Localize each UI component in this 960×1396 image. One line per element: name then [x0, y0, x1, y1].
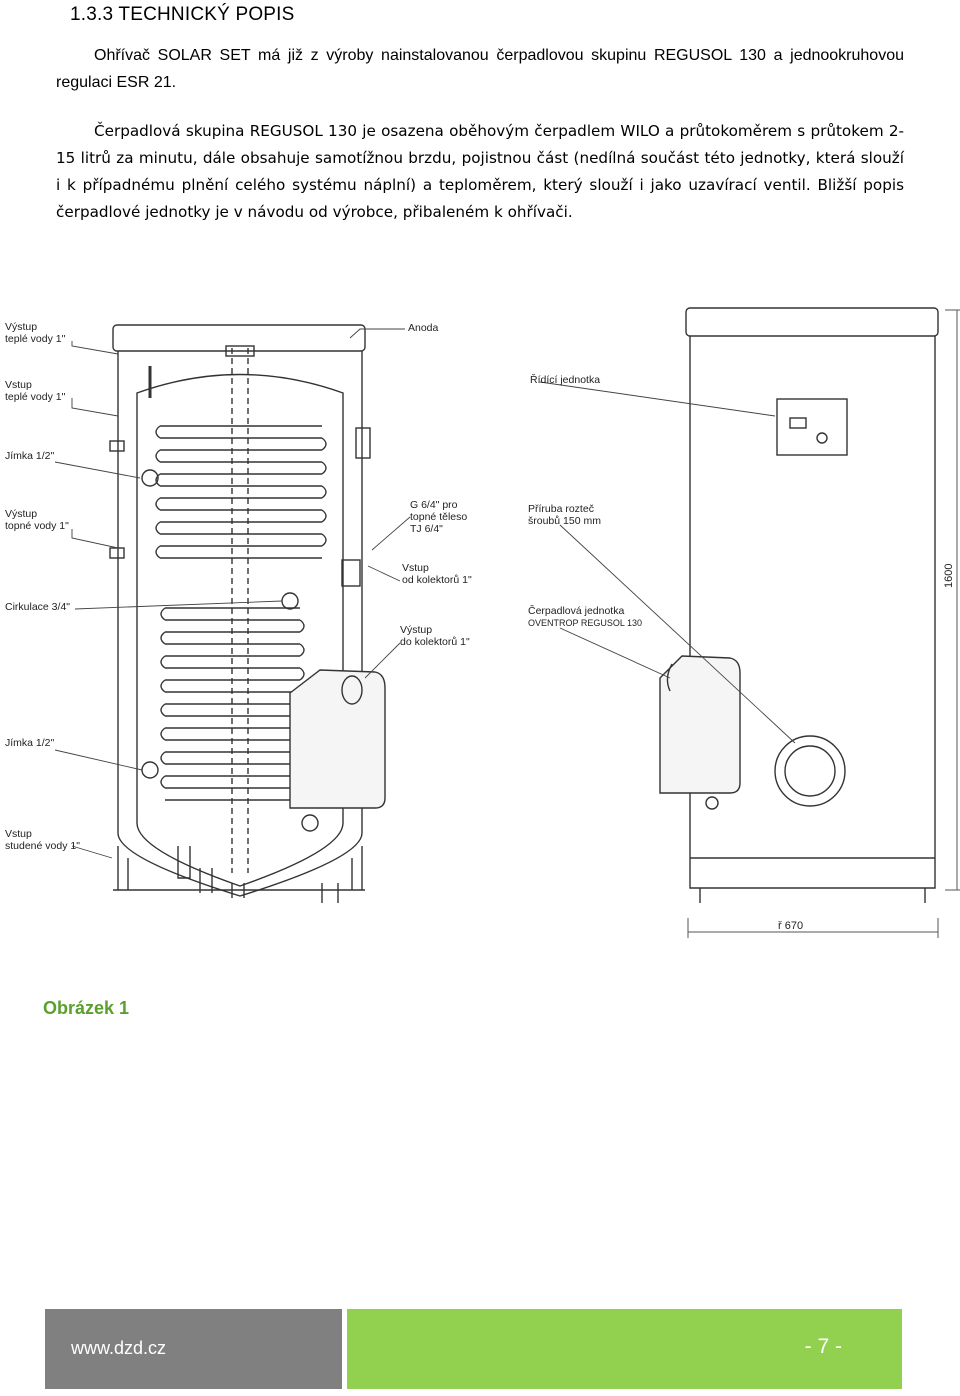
port-sensor-lower [141, 761, 159, 779]
label-anode: Anoda [408, 322, 439, 334]
paragraph-intro: Ohřívač SOLAR SET má již z výroby nainst… [56, 47, 904, 91]
label-sensor-well-upper: Jímka 1/2" [5, 450, 55, 462]
pump-group-left [289, 669, 386, 809]
footer-url[interactable]: www.dzd.cz [71, 1338, 167, 1358]
tank-lid [112, 324, 366, 352]
section-heading: 1.3.3 TECHNICKÝ POPIS [70, 4, 295, 25]
dimension-diameter: ř 670 [778, 920, 803, 932]
upper-heat-exchanger-coil [155, 425, 327, 559]
footer-right-bar: - 7 - [347, 1309, 902, 1389]
flange-outer [774, 735, 846, 807]
label-control-unit: Řídící jednotka [530, 373, 600, 386]
anode-head [225, 345, 255, 357]
tank-inner-vessel [136, 373, 344, 887]
dimension-height: 1600 [943, 564, 955, 588]
dimension-lines [687, 309, 960, 938]
pump-group-right [659, 655, 741, 794]
port-sensor-upper [141, 469, 159, 487]
footer-left-bar: www.dzd.cz [45, 1309, 342, 1389]
label-circulation: Cirkulace 3/4" [5, 601, 70, 613]
port-heater-flange [355, 427, 371, 459]
control-knob-icon [816, 432, 828, 444]
exterior-shell [689, 336, 936, 889]
exterior-lid [685, 307, 939, 337]
page-number: - 7 - [804, 1335, 842, 1358]
label-sensor-well-lower: Jímka 1/2" [5, 737, 55, 749]
figure-caption: Obrázek 1 [43, 998, 130, 1018]
paragraph-pump-group: Čerpadlová skupina REGUSOL 130 je osazen… [56, 122, 904, 221]
port-cold-inlet [301, 814, 319, 832]
tank-outer-shell [117, 351, 363, 897]
control-unit-box [776, 398, 848, 456]
port-circulation [281, 592, 299, 610]
